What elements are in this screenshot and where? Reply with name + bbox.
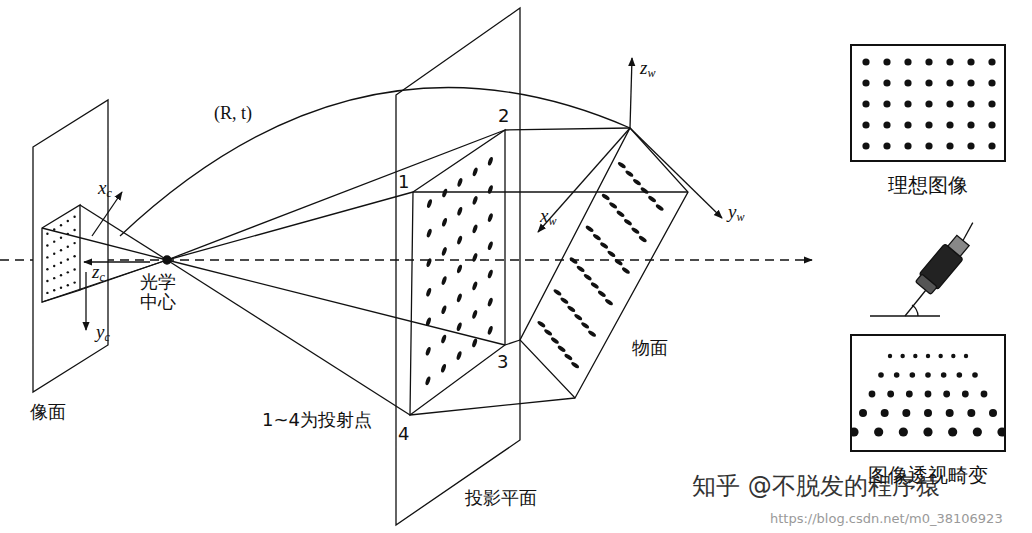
- optical-center-dot: [163, 256, 171, 264]
- image-box: 图像透视畸变: [850, 334, 1006, 452]
- projected-region: [410, 130, 505, 415]
- projection-line: [505, 340, 520, 345]
- part-label: 像面: [30, 402, 66, 422]
- callout-number: 3: [497, 352, 508, 372]
- axis-label: yw: [728, 202, 744, 224]
- part-label: (R, t): [214, 104, 252, 124]
- image-grid-frame: [42, 205, 80, 302]
- axis-zw: [630, 58, 632, 128]
- camera-icon: [870, 218, 985, 316]
- part-label: 光学中心: [140, 272, 178, 312]
- ray: [167, 260, 410, 415]
- axis-yc: [85, 272, 86, 330]
- image-caption: 理想图像: [888, 172, 968, 199]
- callout-number: 4: [398, 424, 409, 444]
- ray: [167, 192, 413, 260]
- watermark: https://blog.csdn.net/m0_38106923: [770, 512, 1003, 526]
- optical-axis: [0, 259, 812, 260]
- callout-number: 2: [498, 106, 509, 126]
- axis-label: yc: [96, 322, 110, 344]
- grid-dots: [46, 156, 664, 385]
- part-label: 1~4为投射点: [262, 410, 372, 430]
- image-caption: 图像透视畸变: [868, 462, 988, 489]
- axis-label: zw: [640, 58, 655, 80]
- image-plane: [33, 100, 108, 392]
- axis-label: xc: [98, 178, 112, 200]
- projection-plane: [396, 8, 520, 525]
- object-plane: [520, 128, 688, 398]
- transform-arc: [120, 88, 630, 236]
- ray: [42, 228, 167, 260]
- part-label: 物面: [632, 338, 668, 358]
- axis-label: zc: [92, 262, 105, 284]
- projection-line: [410, 398, 575, 415]
- axis-yw: [630, 128, 722, 218]
- part-label: 投影平面: [465, 488, 537, 508]
- dot-pattern: [852, 46, 1004, 160]
- ray: [167, 260, 505, 345]
- dot-pattern: [852, 336, 1004, 450]
- projection-line: [505, 128, 630, 130]
- axis-xw: [538, 128, 630, 232]
- ray: [167, 130, 505, 260]
- axis-label: xw: [540, 206, 556, 228]
- callout-number: 1: [398, 172, 409, 192]
- image-box: 理想图像: [850, 44, 1006, 162]
